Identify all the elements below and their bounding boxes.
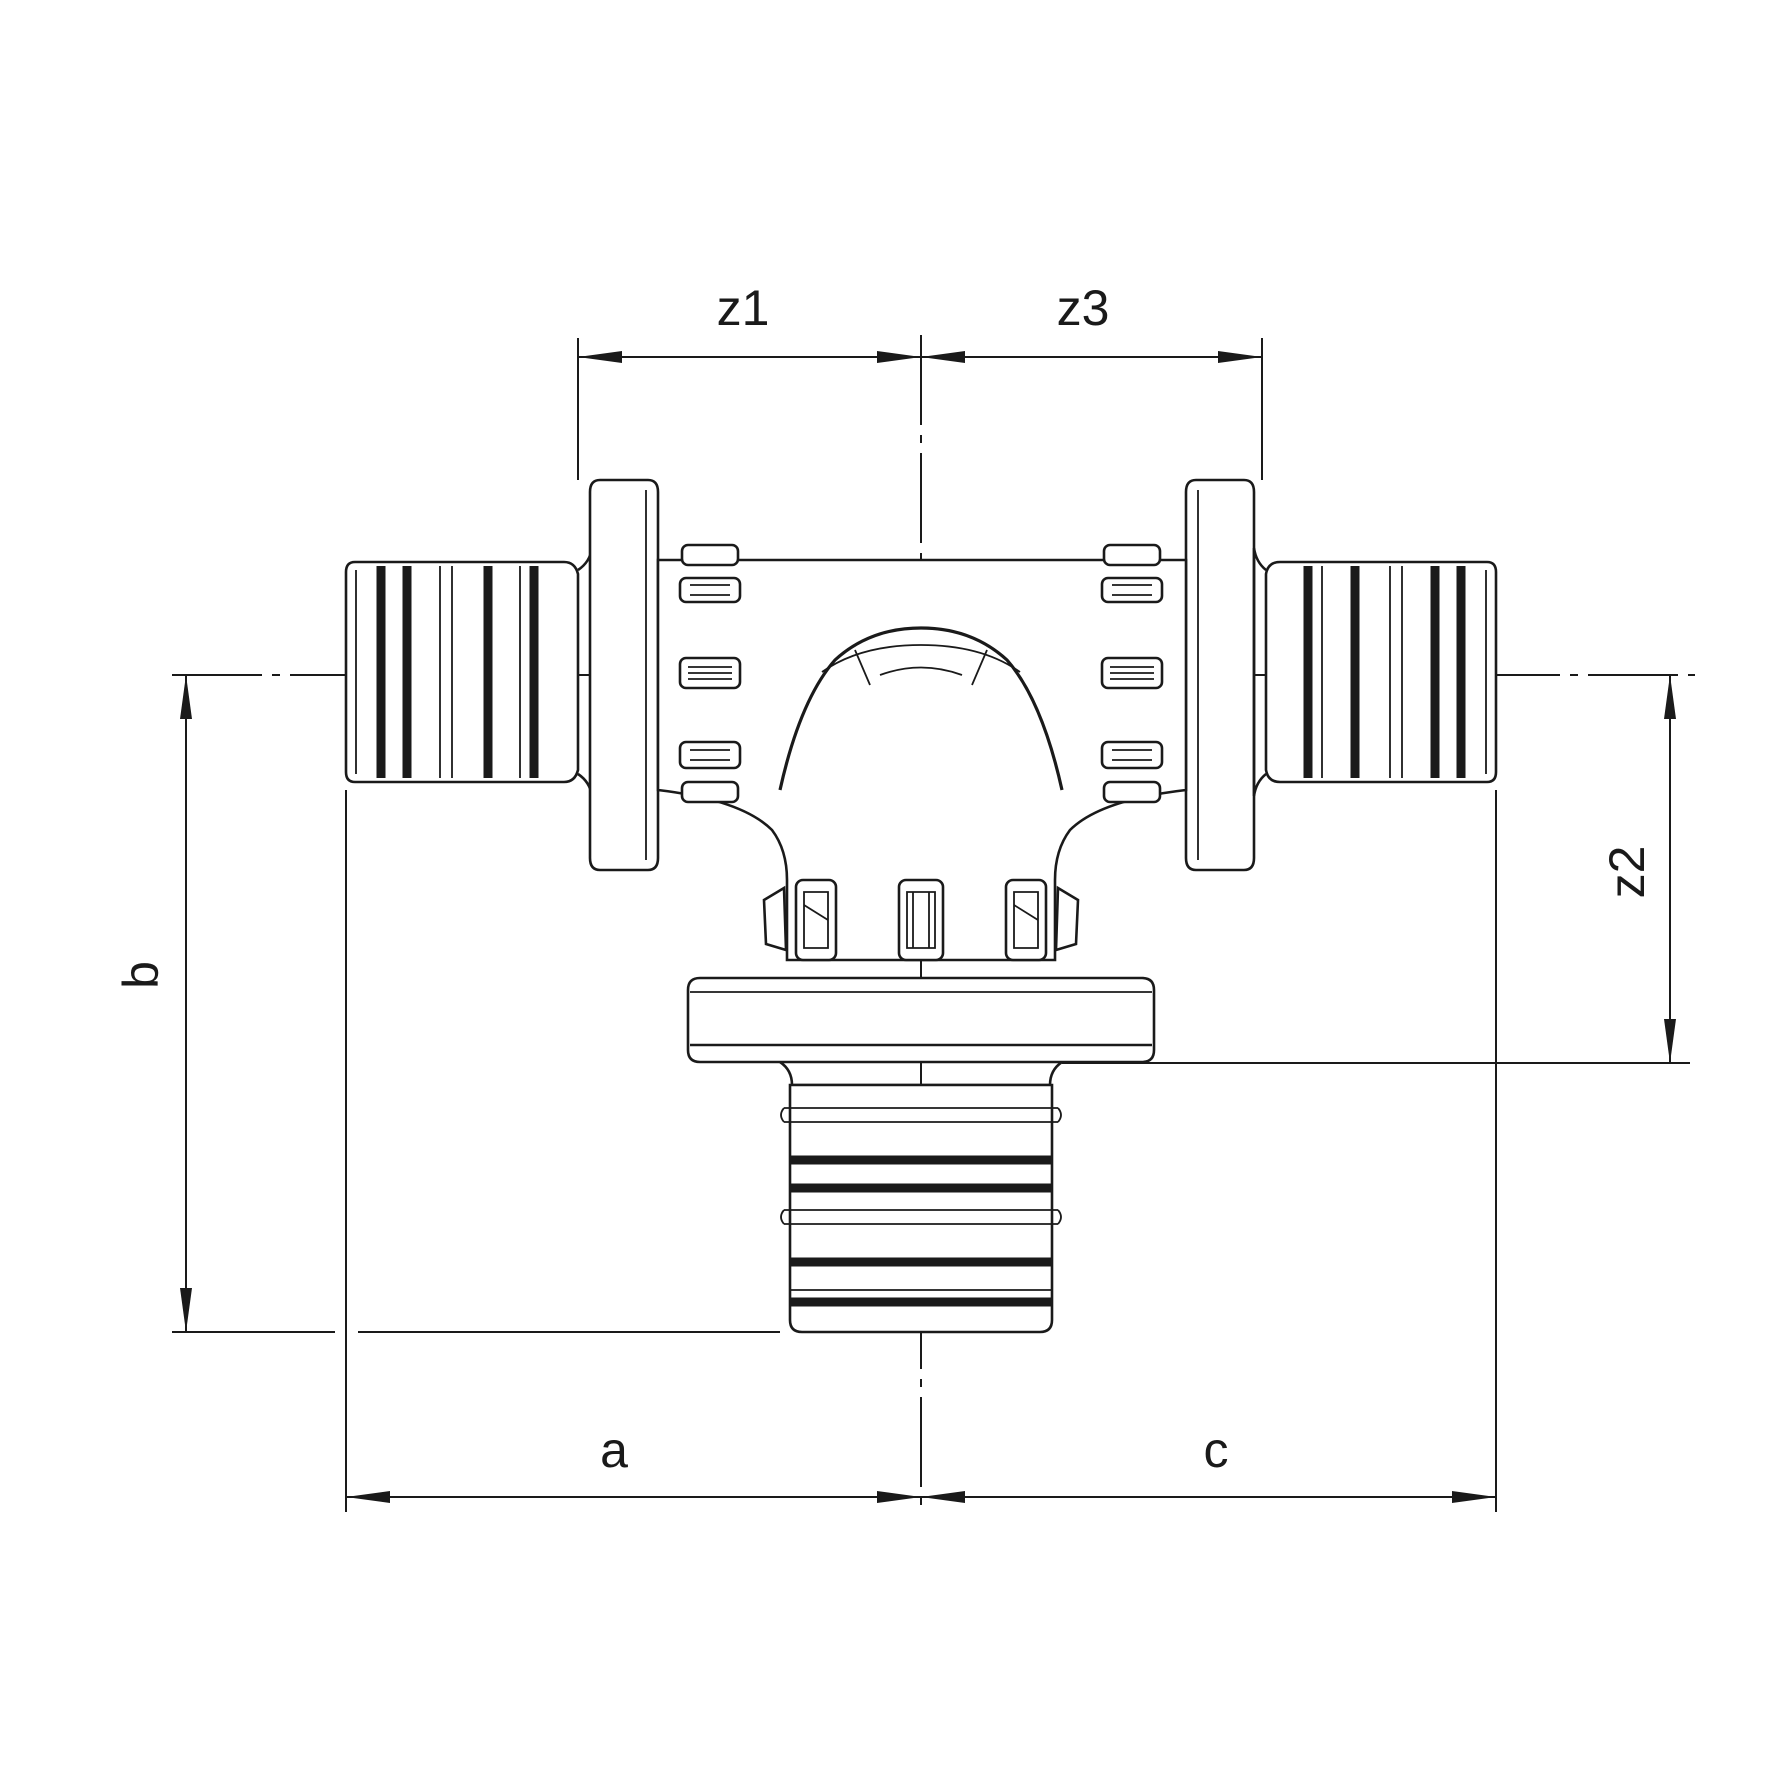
label-c: c [1204, 1422, 1229, 1478]
dimension-labels: z1 z3 a c b z2 [113, 280, 1655, 1478]
right-collar [1184, 478, 1256, 872]
dimensions [172, 338, 1690, 1512]
right-spigot [1252, 547, 1498, 797]
dim-a [346, 1491, 921, 1503]
label-z2: z2 [1599, 846, 1655, 899]
left-run-clips [678, 543, 742, 804]
branch-collar [686, 976, 1156, 1064]
dim-c [921, 1491, 1496, 1503]
branch-spigot [779, 1060, 1063, 1334]
dim-z1 [578, 351, 921, 363]
label-z3: z3 [1057, 280, 1110, 336]
label-z1: z1 [717, 280, 770, 336]
branch-clips [762, 878, 1080, 962]
left-spigot [344, 547, 594, 797]
label-b: b [113, 961, 169, 989]
label-a: a [600, 1422, 628, 1478]
dim-z3 [921, 351, 1262, 363]
dim-b [180, 675, 192, 1332]
main-body [656, 558, 1188, 962]
dim-z2 [1664, 675, 1676, 1063]
right-run-clips [1100, 543, 1164, 804]
tee-fitting [344, 478, 1498, 1334]
left-collar [588, 478, 660, 872]
